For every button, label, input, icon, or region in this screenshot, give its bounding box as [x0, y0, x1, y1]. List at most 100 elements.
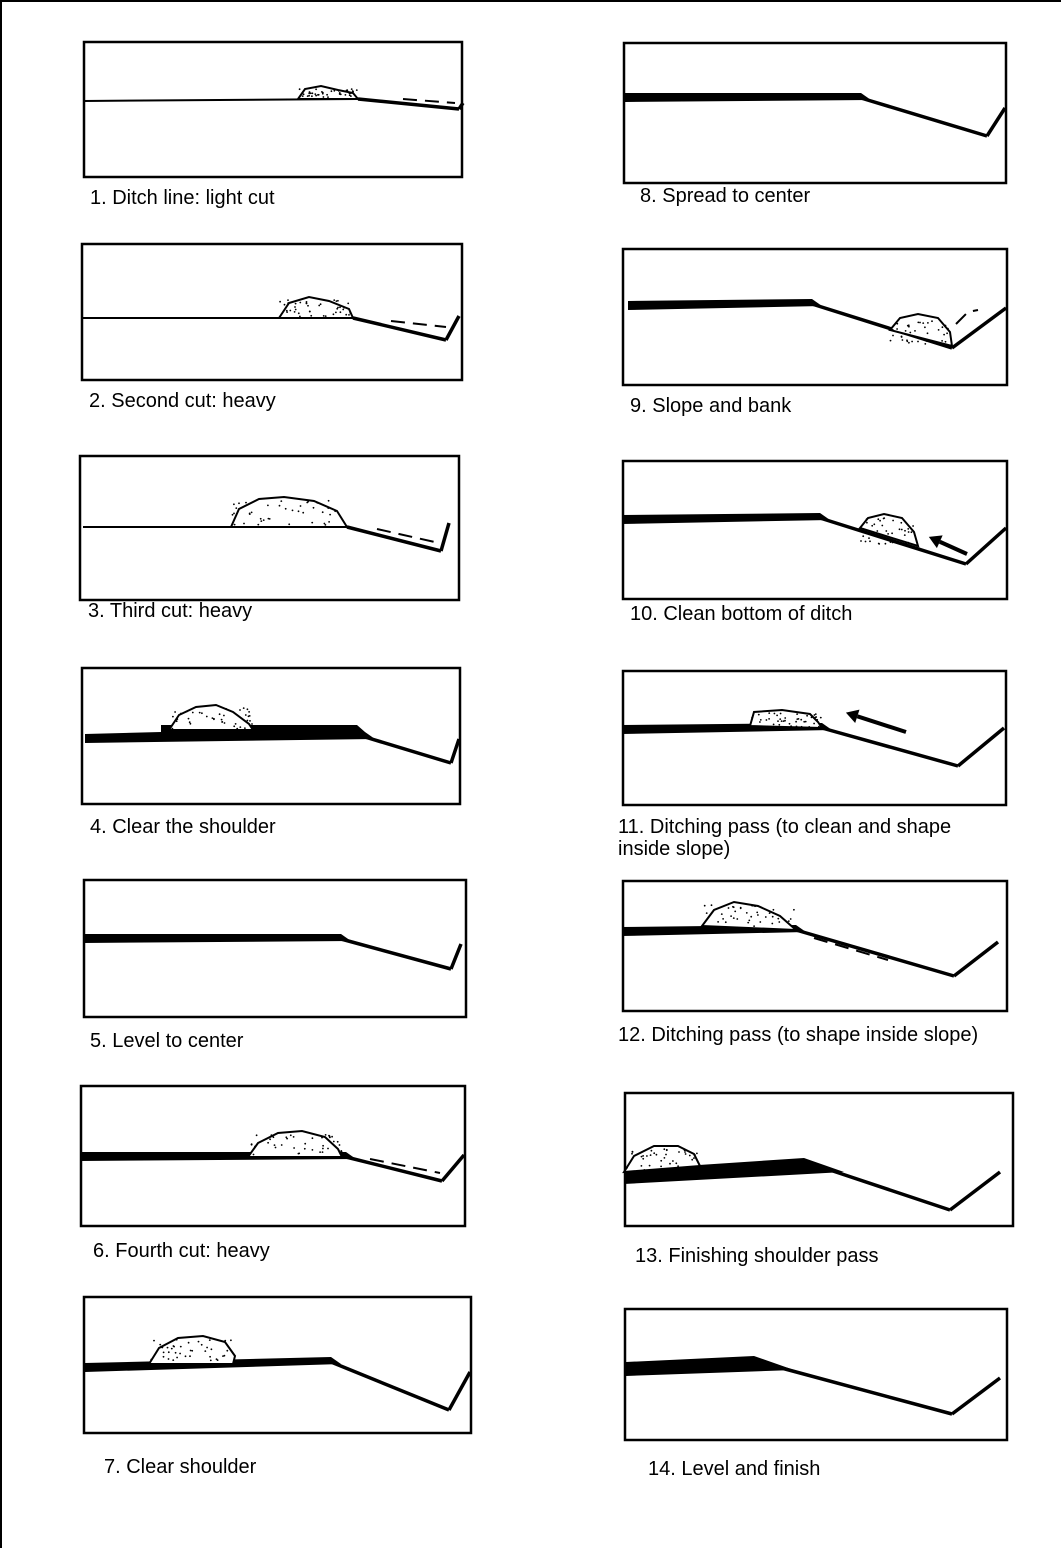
- step-8-caption: 8. Spread to center: [640, 185, 811, 207]
- spoil-speck: [663, 1157, 666, 1159]
- inside-slope: [330, 1360, 450, 1412]
- spoil-speck: [862, 535, 865, 538]
- spoil-speck: [903, 534, 906, 536]
- previous-cut-line: [402, 98, 456, 104]
- windrow-outline: [622, 1145, 702, 1174]
- spoil-speck: [334, 510, 337, 513]
- spoil-speck: [771, 915, 774, 918]
- spoil-speck: [174, 711, 176, 713]
- spoil-speck: [189, 722, 192, 725]
- spoil-speck: [640, 1165, 643, 1167]
- spoil-speck: [189, 1355, 191, 1358]
- spoil-speck: [717, 921, 719, 923]
- windrow-outline: [748, 708, 824, 730]
- spoil-speck: [732, 906, 735, 909]
- spoil-speck: [759, 921, 762, 923]
- spoil-speck: [310, 314, 313, 317]
- spoil-speck: [773, 712, 776, 715]
- spoil-speck: [878, 543, 881, 545]
- spoil-speck: [747, 921, 750, 924]
- spoil-speck: [348, 314, 350, 316]
- spoil-speck: [901, 339, 904, 341]
- spoil-speck: [804, 720, 807, 723]
- spoil-speck: [197, 1340, 200, 1343]
- spoil-speck: [210, 1348, 213, 1351]
- windrow-outline: [277, 295, 355, 319]
- spoil-speck: [315, 94, 317, 97]
- spoil-speck: [898, 528, 901, 531]
- spoil-speck: [650, 1149, 653, 1152]
- step-12-caption: 12. Ditching pass (to shape inside slope…: [618, 1024, 979, 1046]
- spoil-speck: [308, 310, 311, 313]
- spoil-speck: [317, 93, 320, 96]
- inside-slope: [346, 525, 442, 553]
- spoil-speck: [873, 523, 876, 526]
- inside-slope: [823, 1166, 951, 1212]
- spoil-speck: [660, 1159, 663, 1162]
- windrow-outline: [888, 312, 954, 348]
- spoil-speck: [907, 531, 910, 533]
- spoil-speck: [646, 1155, 648, 1157]
- back-slope: [964, 526, 1008, 566]
- spoil-speck: [223, 722, 226, 724]
- spoil-speck: [299, 301, 302, 304]
- spoil-speck: [324, 1134, 327, 1136]
- spoil-speck: [922, 322, 925, 324]
- spoil-speck: [239, 726, 242, 728]
- spoil-speck: [736, 918, 739, 920]
- road-surface: [83, 934, 351, 943]
- step-panel-9: [621, 247, 1009, 387]
- spoil-speck: [710, 904, 713, 907]
- step-14-diagram: [623, 1307, 1009, 1442]
- spoil-speck: [722, 918, 724, 920]
- step-panel-4: [80, 666, 462, 806]
- windrow-pile: [246, 1129, 344, 1158]
- windrow-pile: [147, 1334, 237, 1365]
- spoil-speck: [815, 716, 818, 718]
- spoil-speck: [351, 90, 354, 92]
- step-6-diagram: [79, 1084, 467, 1228]
- spoil-speck: [335, 311, 337, 314]
- spoil-speck: [800, 718, 803, 721]
- spoil-speck: [224, 1339, 227, 1342]
- spoil-speck: [301, 95, 304, 97]
- spoil-speck: [159, 1343, 162, 1346]
- step-10-diagram: [621, 459, 1009, 601]
- spoil-speck: [280, 1144, 283, 1146]
- spoil-speck: [311, 521, 314, 524]
- spoil-speck: [683, 1148, 685, 1151]
- spoil-speck: [335, 300, 338, 302]
- spoil-speck: [694, 1168, 697, 1171]
- spoil-speck: [642, 1155, 644, 1157]
- spoil-speck: [252, 1153, 255, 1156]
- spoil-speck: [233, 725, 236, 728]
- spoil-speck: [176, 718, 179, 720]
- spoil-speck: [318, 304, 321, 307]
- spoil-speck: [890, 328, 892, 331]
- spoil-speck: [321, 92, 324, 95]
- spoil-speck: [309, 92, 312, 95]
- road-surface: [85, 725, 375, 743]
- spoil-speck: [764, 916, 767, 918]
- spoil-speck: [191, 1349, 194, 1352]
- windrow-outline: [229, 495, 349, 528]
- windrow-outline: [296, 84, 361, 100]
- spoil-speck: [236, 727, 239, 730]
- spoil-speck: [284, 507, 287, 510]
- step-panel-1: [82, 40, 465, 179]
- spoil-speck: [944, 340, 947, 343]
- spoil-speck: [904, 330, 907, 332]
- windrow-pile: [622, 1145, 702, 1174]
- spoil-speck: [249, 720, 251, 722]
- spoil-speck: [336, 307, 339, 310]
- step-9-diagram: [621, 247, 1009, 387]
- spoil-speck: [665, 1149, 668, 1152]
- spoil-speck: [750, 915, 753, 918]
- inside-slope: [773, 1364, 953, 1416]
- spoil-speck: [201, 712, 203, 715]
- windrow-pile: [748, 708, 824, 730]
- spoil-speck: [906, 339, 908, 342]
- windrow-outline: [858, 512, 920, 548]
- spoil-speck: [924, 326, 926, 329]
- step-7-diagram: [82, 1295, 473, 1435]
